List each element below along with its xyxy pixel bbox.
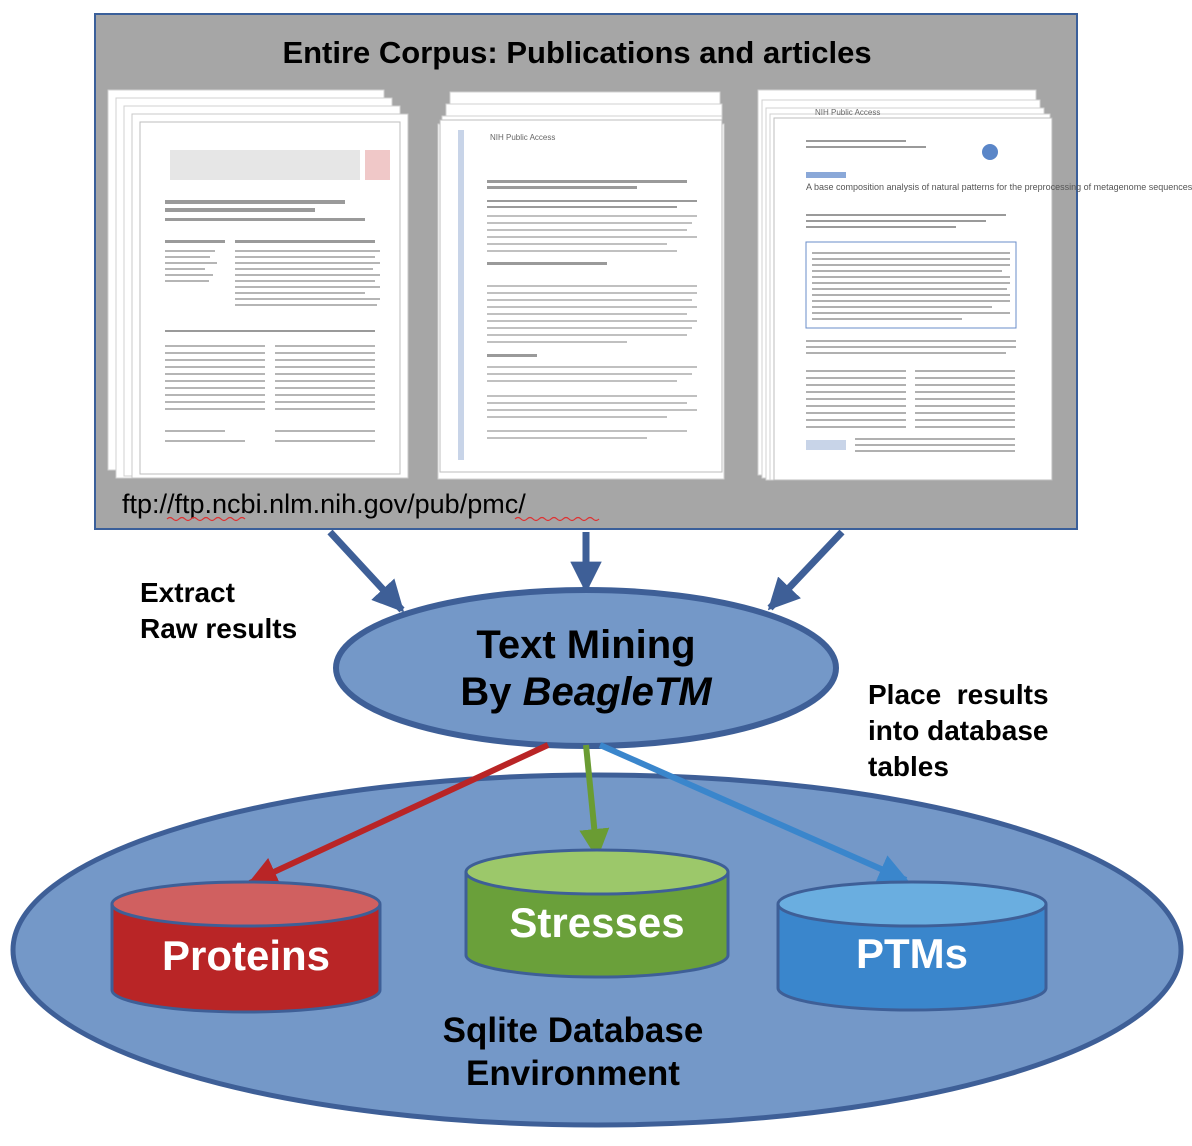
page-2-header: NIH Public Access (490, 133, 555, 142)
extract-label: Extract Raw results (140, 577, 297, 644)
ptms-table: PTMs (776, 880, 1048, 1012)
arrow-left (327, 529, 405, 613)
proteins-table: Proteins (110, 880, 382, 1014)
svg-text:into database: into database (868, 715, 1048, 746)
proteins-label: Proteins (162, 932, 330, 979)
arrow-to-proteins (247, 742, 550, 886)
text-mining-node: Text Mining By BeagleTM (333, 587, 839, 749)
arrow-to-ptms (598, 742, 909, 883)
page-3-body-lines (806, 252, 1016, 452)
svg-text:Place results: Place results (868, 679, 1049, 710)
svg-text:Sqlite Database: Sqlite Database (443, 1011, 704, 1050)
svg-text:tables: tables (868, 751, 949, 782)
arrow-to-stresses (579, 744, 610, 859)
page-3-header: NIH Public Access (815, 108, 880, 117)
stresses-table: Stresses (464, 848, 730, 979)
corpus-title: Entire Corpus: Publications and articles (282, 35, 871, 70)
ftp-url: ftp://ftp.ncbi.nlm.nih.gov/pub/pmc/ (122, 489, 526, 519)
stresses-label: Stresses (509, 899, 684, 946)
svg-text:Raw results: Raw results (140, 613, 297, 644)
database-label: Sqlite Database Environment (443, 1011, 704, 1093)
document-page-1 (139, 121, 401, 475)
page-2-body-lines (487, 215, 697, 439)
page-1-body-lines (165, 250, 380, 442)
svg-text:Extract: Extract (140, 577, 235, 608)
svg-text:Environment: Environment (466, 1054, 680, 1093)
arrow-right (767, 529, 845, 611)
document-stack-2: NIH Public Access (437, 91, 725, 480)
text-mining-line2: By BeagleTM (460, 670, 713, 714)
place-arrows (247, 742, 909, 886)
document-page-2: NIH Public Access (439, 119, 723, 473)
text-mining-line1: Text Mining (476, 623, 695, 667)
page-3-title: A base composition analysis of natural p… (806, 182, 1192, 192)
place-label: Place results into database tables (868, 679, 1049, 782)
document-page-3: NIH Public Access A base composition ana… (773, 108, 1192, 481)
extract-arrows (327, 529, 845, 613)
corpus-panel: Entire Corpus: Publications and articles (94, 13, 1192, 530)
document-stack-1 (107, 89, 409, 479)
document-stack-3: NIH Public Access A base composition ana… (757, 89, 1192, 481)
ptms-label: PTMs (856, 930, 968, 977)
spellcheck-underline (166, 516, 246, 522)
